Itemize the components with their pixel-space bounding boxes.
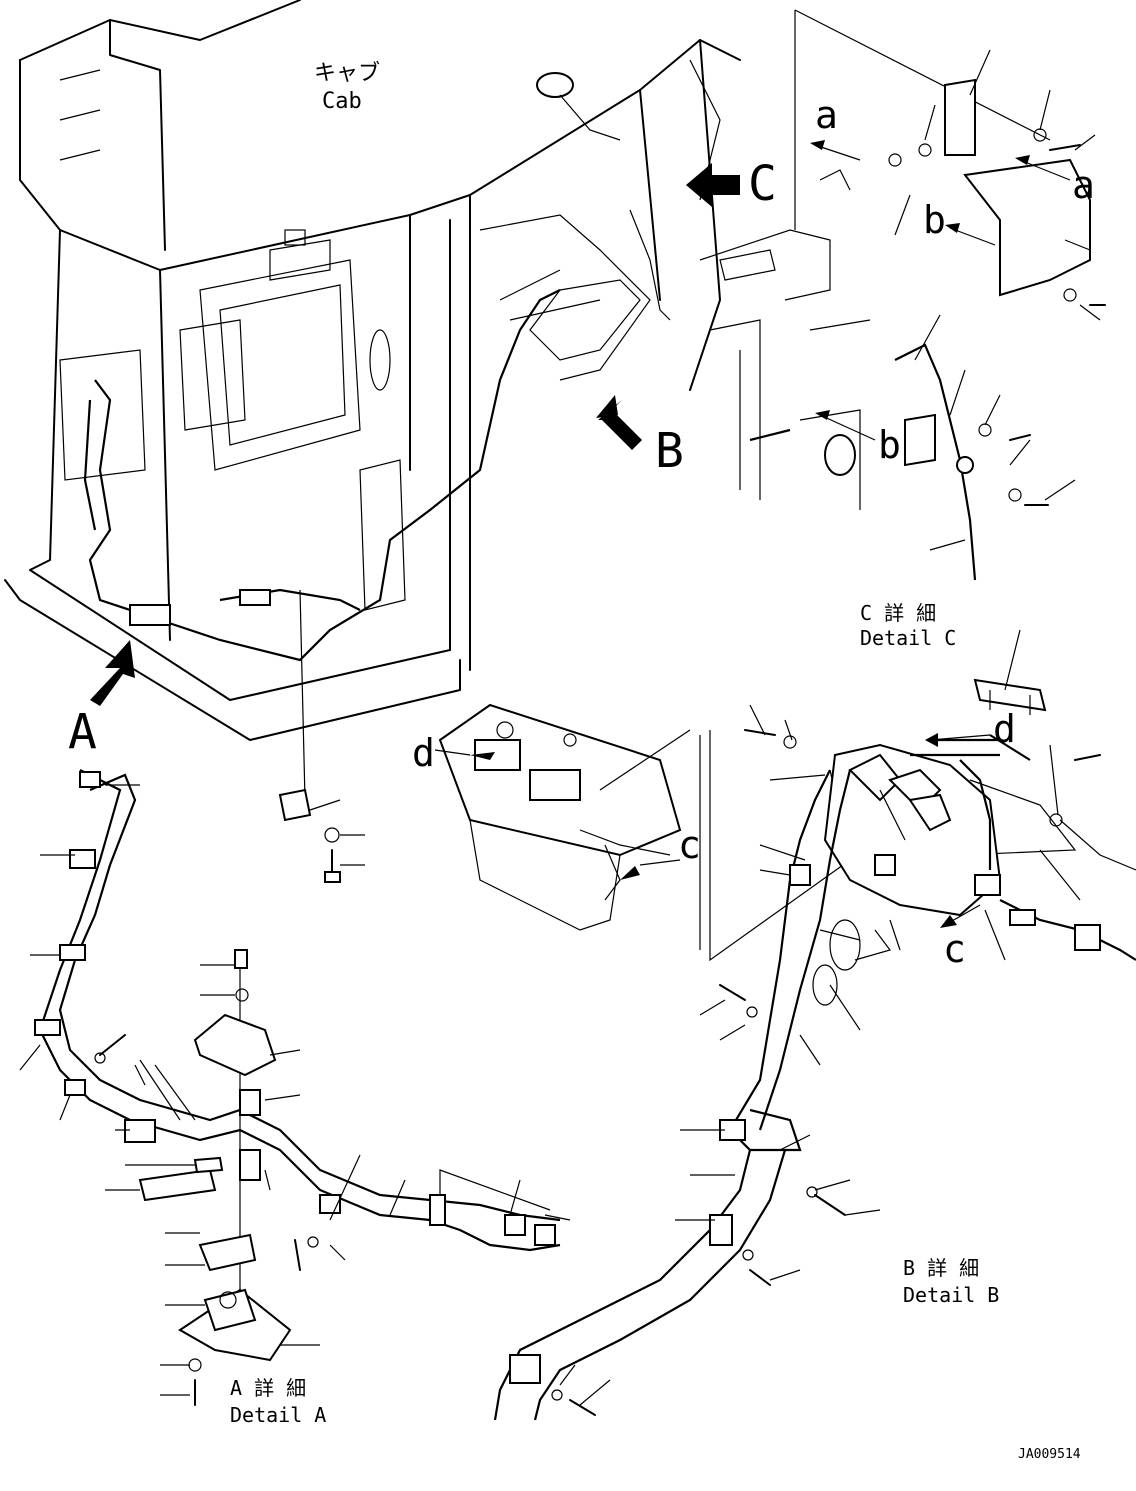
detail-c-drawing xyxy=(699,9,1106,581)
detail-b-label-jp: B 詳 細 xyxy=(903,1256,979,1280)
detail-c-ref-b1: b xyxy=(923,198,946,242)
detail-c-label-jp: C 詳 細 xyxy=(860,601,936,625)
detail-c-ref-a2: a xyxy=(1072,163,1095,207)
detail-c-ref-a1: a xyxy=(815,93,838,137)
detail-a-label-en: Detail A xyxy=(230,1403,326,1427)
detail-a-label-jp: A 詳 細 xyxy=(230,1376,306,1400)
drawing-id: JA009514 xyxy=(1018,1447,1081,1462)
control-box-drawing xyxy=(434,703,701,950)
control-box-ref-d: d xyxy=(412,731,435,775)
view-arrow-a xyxy=(90,640,135,706)
view-label-b: B xyxy=(655,423,684,479)
cab-harness xyxy=(83,209,671,662)
detail-b-ref-d: d xyxy=(993,707,1016,751)
detail-b-drawing xyxy=(493,629,1136,1421)
detail-b-label-en: Detail B xyxy=(903,1283,999,1307)
detail-b-ref-c: c xyxy=(943,927,966,971)
view-label-a: A xyxy=(68,704,97,760)
cab-label-en: Cab xyxy=(322,89,362,114)
view-arrow-b xyxy=(596,395,642,450)
view-arrow-c xyxy=(686,163,740,207)
cab-label-jp: キャブ xyxy=(314,61,380,86)
bracket-detail xyxy=(278,589,365,883)
detail-c-label-en: Detail C xyxy=(860,626,956,650)
cab-frame xyxy=(4,0,741,741)
control-box-ref-c: c xyxy=(678,823,701,867)
detail-a-drawing xyxy=(19,769,571,1406)
view-label-c: C xyxy=(748,156,777,212)
detail-c-ref-b2: b xyxy=(878,423,901,467)
